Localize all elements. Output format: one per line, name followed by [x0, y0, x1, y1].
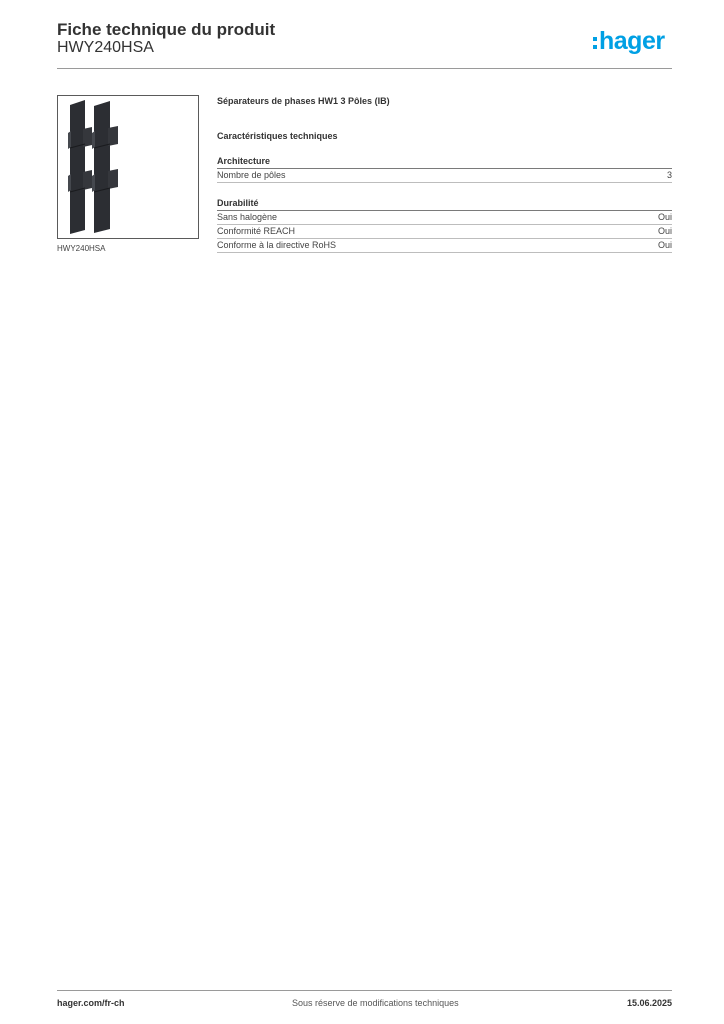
- page-title: Fiche technique du produit: [57, 20, 276, 39]
- spec-row: Conforme à la directive RoHS Oui: [217, 239, 672, 253]
- spec-row: Conformité REACH Oui: [217, 225, 672, 239]
- spec-group-durability: Durabilité Sans halogène Oui Conformité …: [217, 197, 672, 253]
- spec-value: Oui: [657, 226, 672, 236]
- spec-label: Conformité REACH: [217, 226, 296, 236]
- footer-date: 15.06.2025: [626, 998, 672, 1008]
- spec-value: Oui: [657, 240, 672, 250]
- hager-logo: hager: [593, 26, 665, 56]
- spec-label: Conforme à la directive RoHS: [217, 240, 337, 250]
- phase-separator-image: [68, 100, 118, 234]
- section-title: Caractéristiques techniques: [217, 131, 338, 141]
- spec-row: Nombre de pôles 3: [217, 169, 672, 183]
- header-divider: [57, 68, 672, 69]
- spec-label: Nombre de pôles: [217, 170, 286, 180]
- spec-label: Sans halogène: [217, 212, 278, 222]
- logo-colon-icon: [593, 36, 597, 49]
- footer-website-link[interactable]: hager.com/fr-ch: [57, 998, 125, 1008]
- footer-disclaimer: Sous réserve de modifications techniques: [292, 998, 459, 1008]
- logo-text: hager: [599, 27, 665, 55]
- product-image: [57, 95, 199, 239]
- product-reference: HWY240HSA: [57, 39, 154, 56]
- spec-value: 3: [666, 170, 672, 180]
- spec-row: Sans halogène Oui: [217, 211, 672, 225]
- footer-divider: [57, 990, 672, 991]
- group-title: Architecture: [217, 155, 672, 169]
- spec-group-architecture: Architecture Nombre de pôles 3: [217, 155, 672, 183]
- group-title: Durabilité: [217, 197, 672, 211]
- image-caption: HWY240HSA: [57, 244, 106, 253]
- spec-value: Oui: [657, 212, 672, 222]
- product-name: Séparateurs de phases HW1 3 Pôles (IB): [217, 96, 390, 106]
